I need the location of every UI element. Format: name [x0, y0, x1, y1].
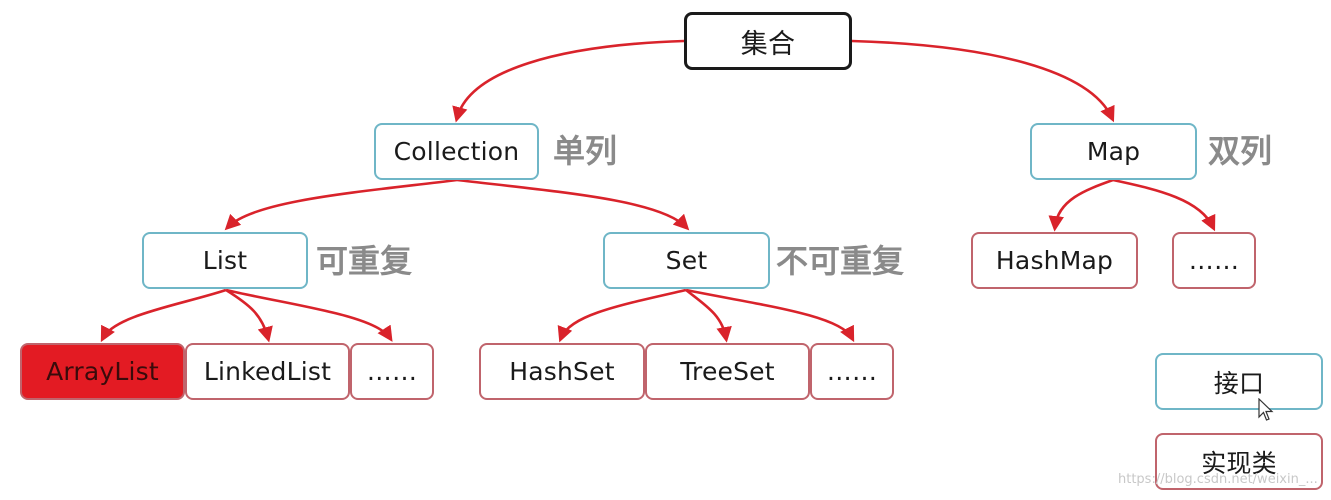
- node-hashmap: HashMap: [971, 232, 1138, 289]
- node-map: Map: [1030, 123, 1197, 180]
- node-set-more: ……: [810, 343, 894, 400]
- watermark-text: https://blog.csdn.net/weixin_...: [1118, 472, 1318, 487]
- arrow-list-to-linkedlist: [225, 288, 273, 343]
- node-arraylist: ArrayList: [20, 343, 185, 400]
- arrow-map-to-hashmap: [1048, 178, 1114, 232]
- arrow-set-to-hashset: [557, 288, 687, 343]
- legend-implementation: 实现类: [1155, 433, 1323, 490]
- node-map-more: ……: [1172, 232, 1256, 289]
- node-list-more: ……: [350, 343, 434, 400]
- legend-interface: 接口: [1155, 353, 1323, 410]
- arrow-collection-to-set: [456, 178, 690, 231]
- arrow-set-to-more: [685, 288, 855, 343]
- note-collection: 单列: [553, 132, 618, 170]
- note-map: 双列: [1208, 132, 1273, 170]
- arrow-collection-to-list: [224, 178, 458, 231]
- node-hashset: HashSet: [479, 343, 645, 400]
- node-root: 集合: [684, 12, 852, 70]
- node-linkedlist: LinkedList: [185, 343, 350, 400]
- arrow-map-to-more: [1112, 178, 1216, 232]
- node-list: List: [142, 232, 308, 289]
- node-treeset: TreeSet: [645, 343, 810, 400]
- mouse-pointer-icon: [1258, 397, 1274, 426]
- arrow-root-to-map: [851, 39, 1115, 123]
- arrow-root-to-collection: [452, 39, 685, 123]
- arrow-list-to-more: [225, 288, 393, 342]
- note-list: 可重复: [316, 242, 413, 280]
- arrow-list-to-arraylist: [100, 288, 227, 343]
- node-set: Set: [603, 232, 770, 289]
- arrow-set-to-treeset: [685, 288, 732, 343]
- note-set: 不可重复: [776, 242, 905, 280]
- node-collection: Collection: [374, 123, 539, 180]
